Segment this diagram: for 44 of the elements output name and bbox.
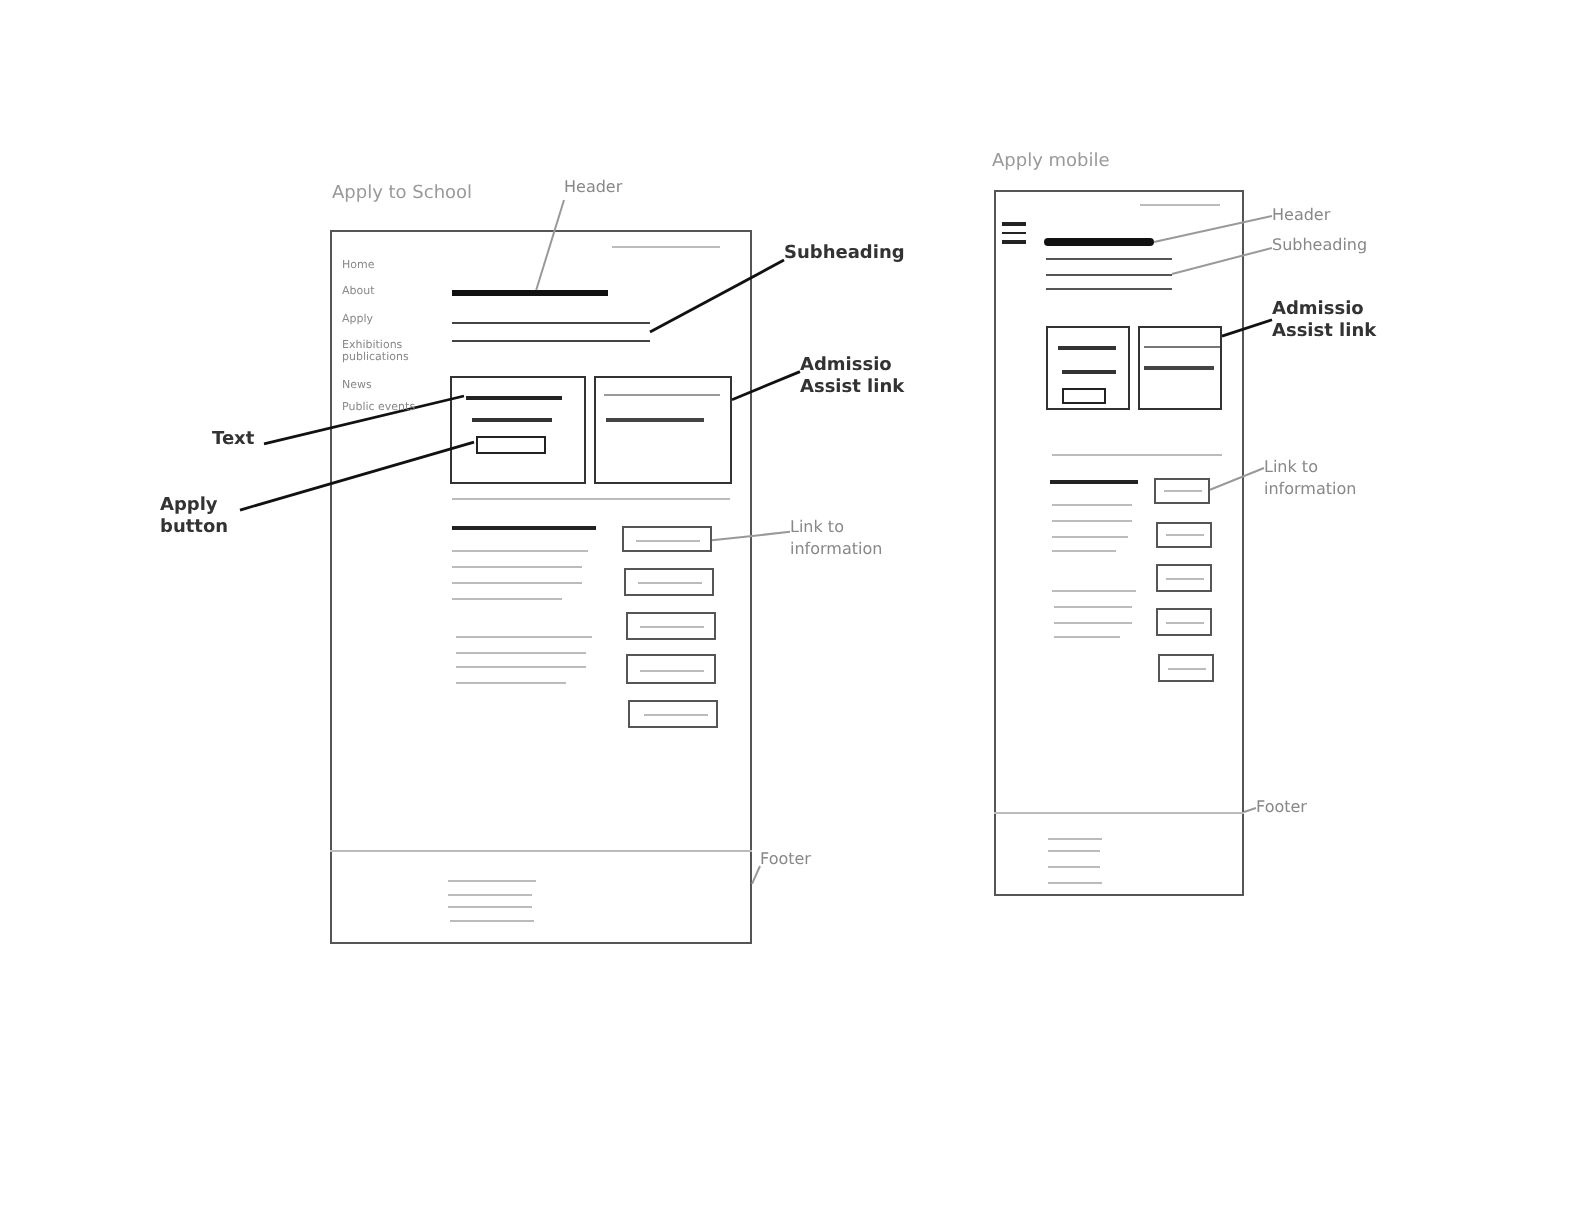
frame-title: Apply to School [332, 184, 473, 204]
placeholder-box [1156, 608, 1212, 636]
annotation-text: Subheading [784, 244, 908, 268]
annotation-text: Header [1272, 204, 1352, 228]
leader-line [535, 199, 565, 291]
frame-title: Apply mobile [992, 152, 1110, 172]
placeholder-box [450, 376, 586, 484]
placeholder-box [1046, 326, 1130, 410]
annotation-text: Apply button [160, 496, 240, 548]
leader-line [1153, 215, 1273, 243]
leader-line [1243, 807, 1257, 813]
leader-line [1221, 318, 1273, 338]
annotation-text: Subheading [1272, 234, 1376, 258]
placeholder-bar [452, 322, 650, 342]
annotation-text: Text [212, 430, 264, 454]
leader-line [263, 394, 465, 446]
leader-line [1171, 246, 1273, 275]
placeholder-box [626, 654, 716, 684]
annotation-text: Header [564, 176, 644, 200]
annotation-text: Footer [1256, 796, 1328, 820]
placeholder-box [628, 700, 718, 728]
leader-line [751, 865, 761, 885]
placeholder-box [626, 612, 716, 640]
annotation-text: Admissio Assist link [800, 356, 916, 408]
placeholder-box [1156, 564, 1212, 592]
annotation-text: Admissio Assist link [1272, 300, 1384, 352]
annotation-text: Footer [760, 848, 840, 872]
placeholder-box [476, 436, 546, 454]
placeholder-box [1156, 522, 1212, 548]
leader-line [649, 258, 785, 334]
annotation-text: Link to information [1264, 456, 1368, 504]
placeholder-box [1138, 326, 1222, 410]
leader-line [731, 370, 801, 402]
placeholder-box [622, 526, 712, 552]
leader-line [1209, 467, 1265, 491]
placeholder-bar [452, 290, 608, 296]
placeholder-box [1158, 654, 1214, 682]
placeholder-bar [1044, 238, 1154, 246]
placeholder-box [1154, 478, 1210, 504]
placeholder-box [594, 376, 732, 484]
annotation-text: Link to information [790, 516, 894, 564]
leader-line [711, 530, 791, 542]
leader-line [239, 440, 475, 512]
placeholder-box [624, 568, 714, 596]
